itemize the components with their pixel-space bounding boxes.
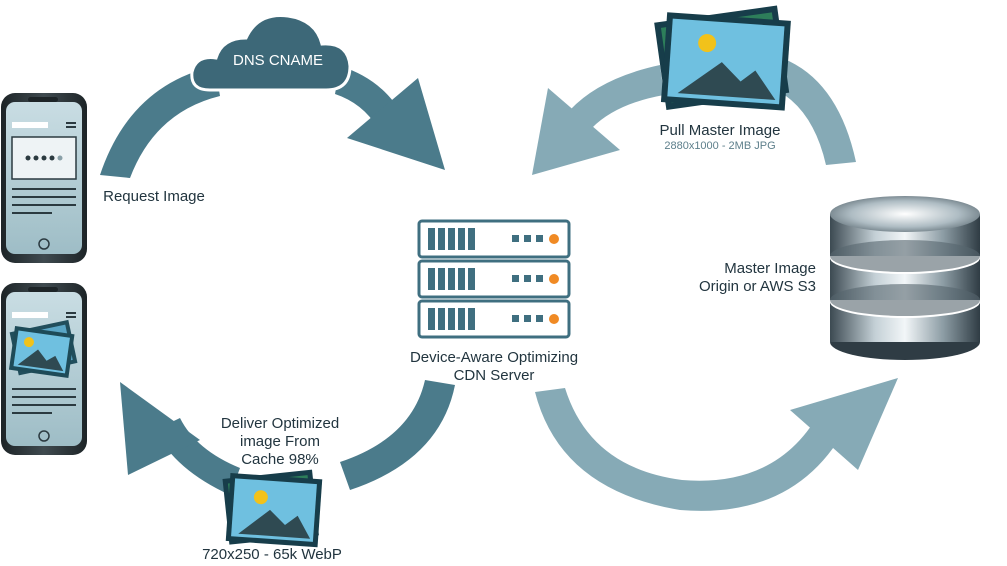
master-image-line1: Master Image — [724, 260, 816, 277]
dns-cname-label: DNS CNAME — [232, 52, 323, 69]
database-icon — [830, 196, 980, 360]
master-image-label: Master Image Origin or AWS S3 — [668, 260, 816, 296]
master-image-icon — [654, 5, 791, 111]
phone-delivered-icon — [1, 283, 87, 455]
cdn-server-line2: CDN Server — [453, 367, 535, 384]
pull-master-spec-label: 2880x1000 - 2MB JPG — [664, 140, 776, 152]
pull-master-image-label: Pull Master Image — [659, 122, 781, 139]
deliver-spec-label: 720x250 - 65k WebP — [202, 546, 342, 563]
arrow-origin-return — [535, 378, 898, 511]
deliver-line3: Cache 98% — [241, 451, 319, 468]
optimized-image-icon — [222, 469, 323, 548]
request-image-label: Request Image — [103, 188, 205, 205]
cdn-server-icon — [417, 219, 571, 339]
cdn-server-line1: Device-Aware Optimizing — [409, 349, 579, 366]
server-unit-3 — [417, 299, 571, 339]
arrow-request-to-cdn — [100, 66, 445, 178]
dns-cloud-icon — [190, 13, 352, 92]
server-unit-2 — [417, 259, 571, 299]
server-unit-1 — [417, 219, 571, 259]
deliver-line2: image From — [239, 433, 321, 450]
deliver-optimized-label: Deliver Optimized image From Cache 98% — [196, 415, 364, 469]
deliver-line1: Deliver Optimized — [220, 415, 340, 432]
master-image-line2: Origin or AWS S3 — [699, 278, 816, 295]
cdn-server-label: Device-Aware Optimizing CDN Server — [384, 349, 604, 385]
phone-request-icon — [1, 93, 87, 263]
arrow-deliver — [120, 380, 455, 495]
